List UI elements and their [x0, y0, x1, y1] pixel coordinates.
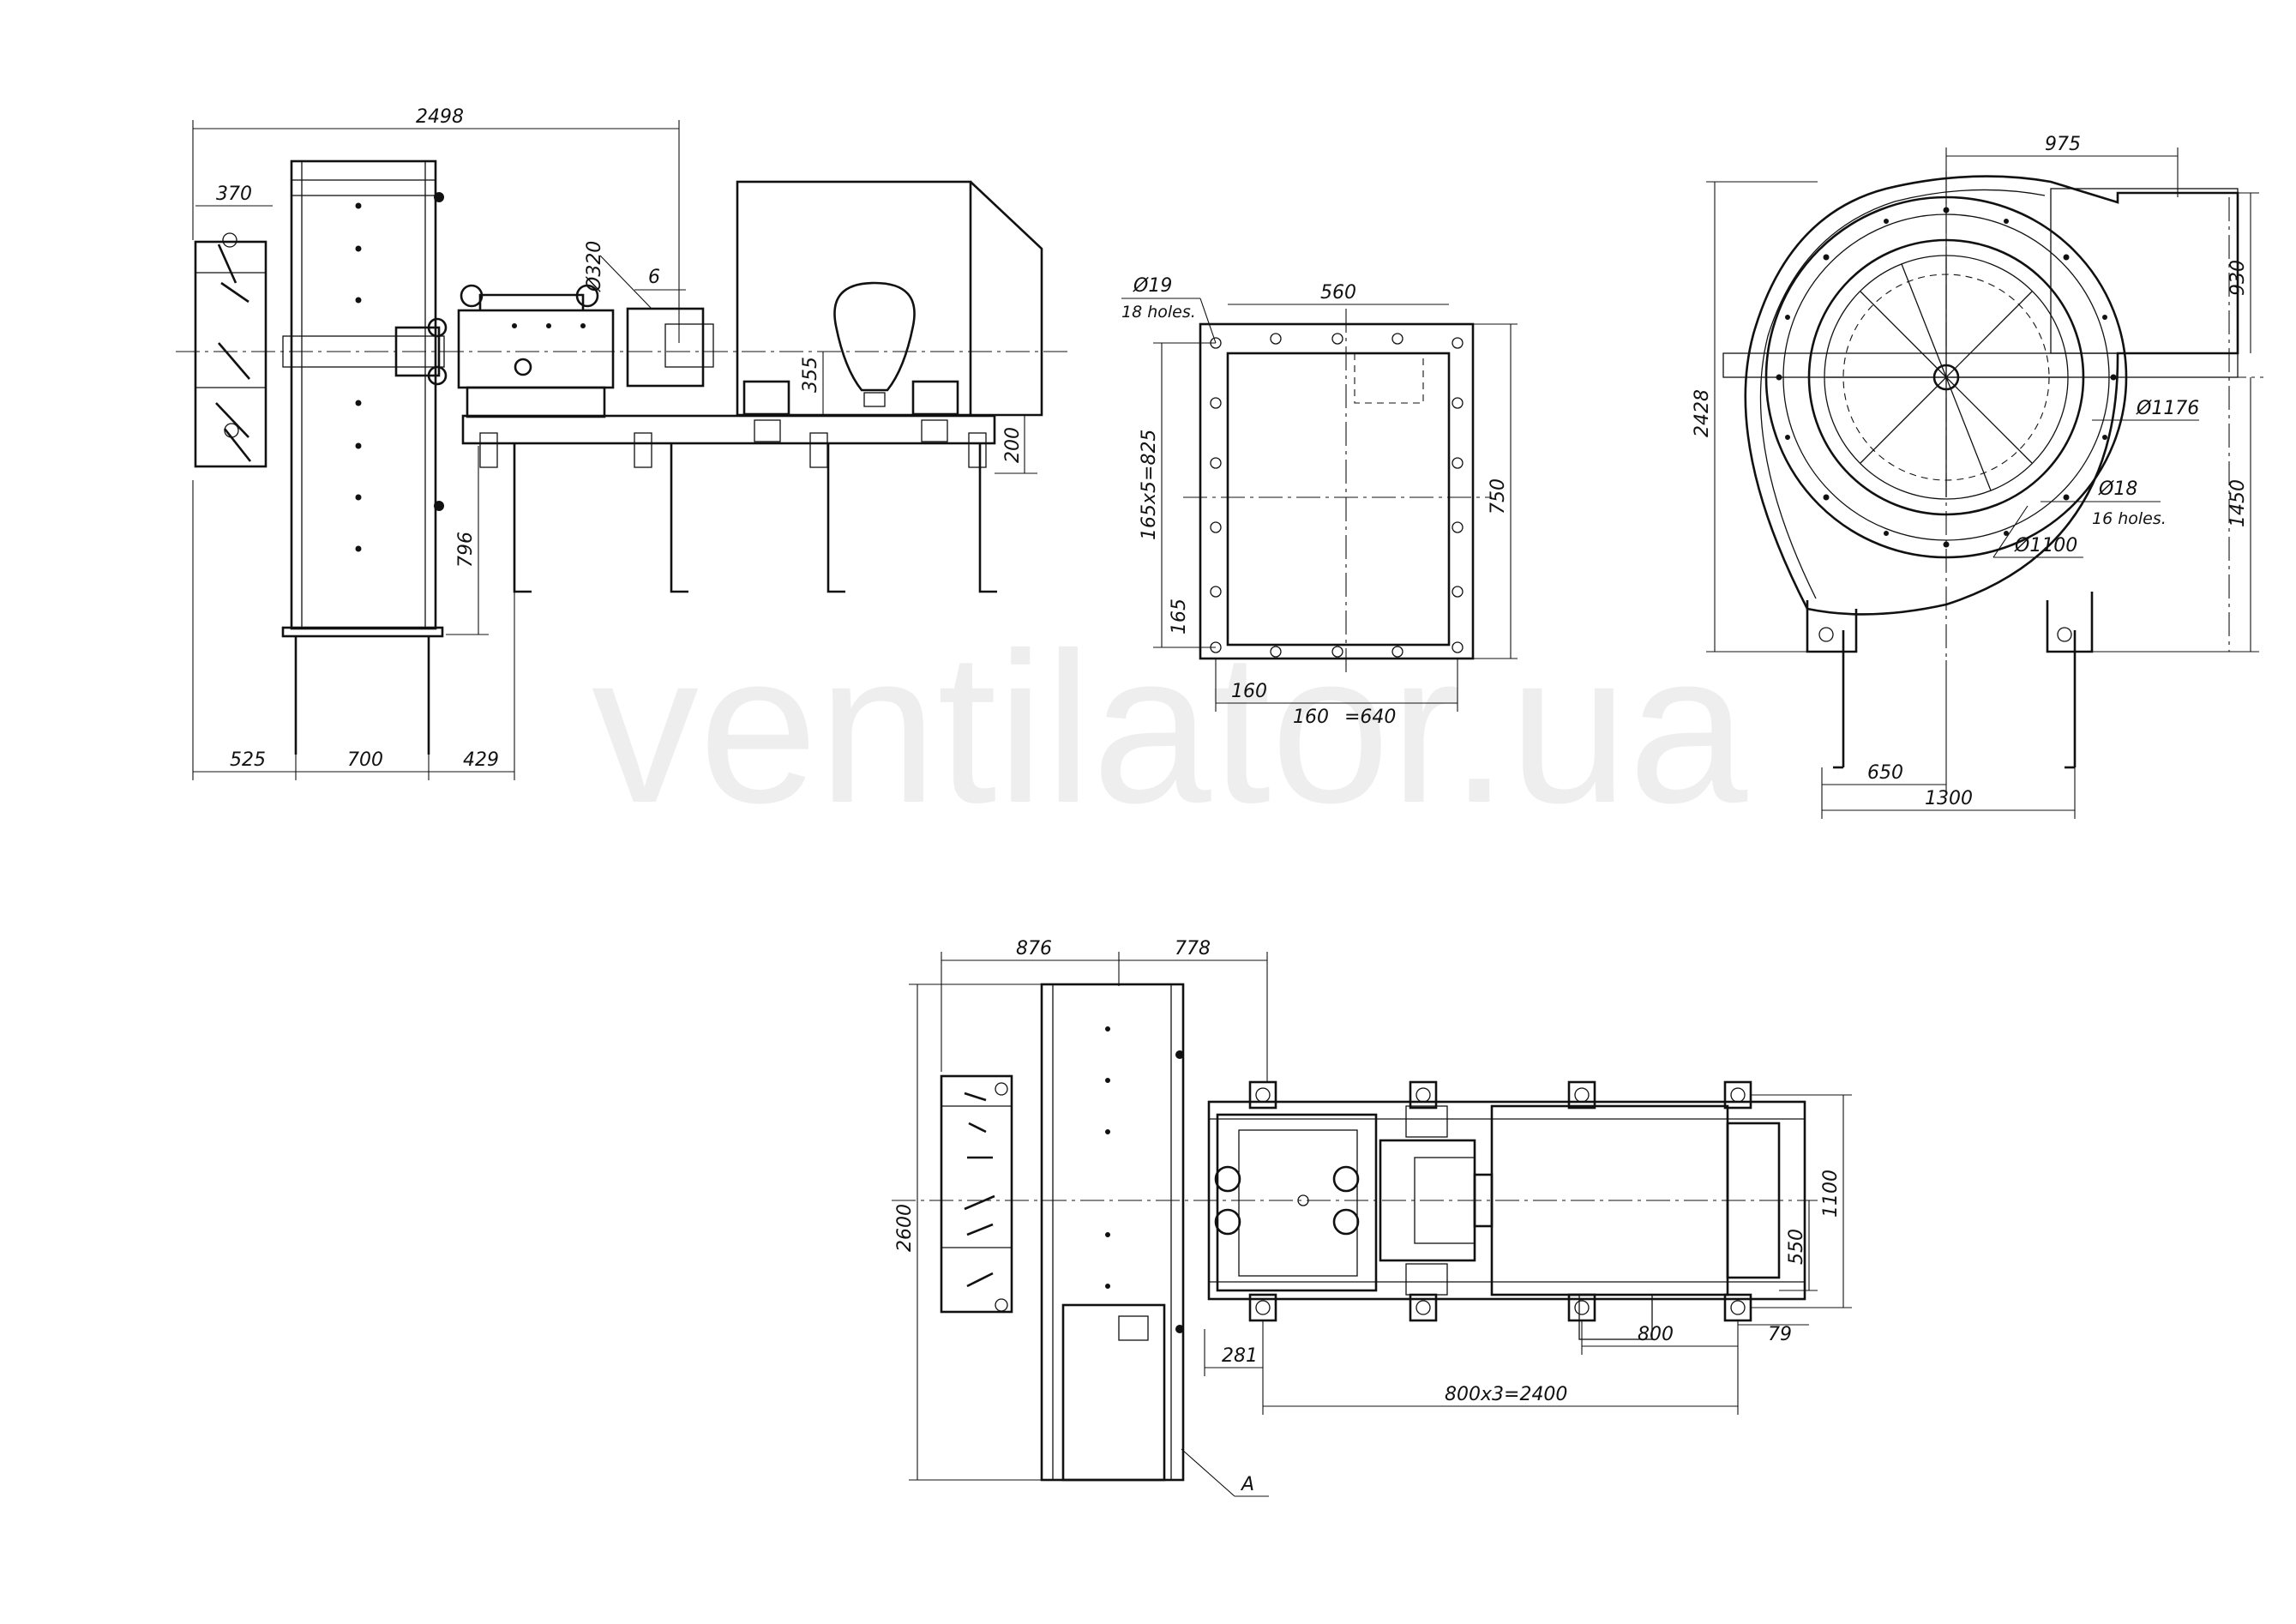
dim-frame-height: 200: [1002, 427, 1024, 463]
dim-right-offset: 429: [463, 749, 499, 771]
flange-view-dimensions: Ø19 18 holes. 560 165x5=825 165 750 160 …: [1121, 275, 1518, 728]
dim-plan-total-width: 2600: [894, 1204, 916, 1252]
dim-plan-left-part: 876: [1016, 938, 1052, 959]
dim-plan-right-part: 778: [1175, 938, 1211, 959]
dim-flange-holes: Ø19: [1133, 275, 1172, 297]
dim-flange-width: 560: [1320, 282, 1356, 304]
dim-plan-frame-width: 1100: [1820, 1170, 1842, 1218]
dim-bore-c: Ø1100: [2014, 535, 2077, 556]
dim-flange-pitch-h-b: 160: [1293, 707, 1329, 728]
dim-shaft-dia: Ø320: [584, 241, 605, 292]
dim-flange-pitch-vertical: 165x5=825: [1139, 430, 1160, 540]
dim-flange-pitch-first: 165: [1169, 598, 1190, 635]
plan-view: [892, 983, 1818, 1482]
dim-overall-length: 2498: [416, 106, 464, 128]
dim-flange-height: 750: [1488, 478, 1509, 514]
dim-bore-a: Ø1176: [2136, 398, 2199, 419]
dim-bore-b-note: 16 holes.: [2092, 509, 2167, 528]
dim-outlet-height: 930: [2227, 260, 2249, 296]
dim-flange-pitch-h-total: =640: [1344, 707, 1396, 728]
front-view-dimensions: 975 930 2428 1450 Ø1176 Ø18 16 holes. Ø1…: [1692, 134, 2259, 819]
dim-flange-pitch-h-a: 160: [1231, 681, 1267, 702]
plan-view-dimensions: 876 778 2600 1100 550 281 800 79 800x3=2…: [894, 938, 1852, 1497]
dim-plan-motor-half: 550: [1786, 1229, 1807, 1265]
dim-flange-holes-note: 18 holes.: [1121, 303, 1196, 322]
front-view: [1722, 171, 2263, 769]
side-view-dimensions: 2498 370 Ø320 6 355 200 796 525 700 429: [192, 106, 1037, 780]
dim-shaft-height: 355: [800, 357, 821, 393]
dim-inlet-box: 370: [216, 183, 252, 205]
callout-a: A: [1240, 1474, 1254, 1495]
dim-total-height: 2428: [1692, 389, 1713, 437]
dim-foot-span: 1300: [1925, 788, 1973, 809]
flange-view: [1183, 309, 1492, 677]
dim-left-offset: 525: [230, 749, 266, 771]
dim-housing-width: 700: [347, 749, 383, 771]
dim-plan-motor-span: 800: [1638, 1324, 1674, 1345]
dim-plan-offset-281: 281: [1222, 1345, 1258, 1367]
dim-outlet-width: 975: [2045, 134, 2081, 155]
dim-axis-height: 1450: [2227, 479, 2249, 527]
dim-plan-frame-pitch: 800x3=2400: [1445, 1384, 1567, 1405]
dim-foot-half: 650: [1867, 762, 1903, 784]
watermark: ventilator.ua: [592, 608, 1748, 847]
dim-plan-end-offset: 79: [1768, 1324, 1792, 1345]
dim-inlet-height: 796: [455, 532, 477, 568]
dim-bore-b: Ø18: [2098, 478, 2137, 500]
dim-coupling-gap: 6: [648, 267, 660, 288]
